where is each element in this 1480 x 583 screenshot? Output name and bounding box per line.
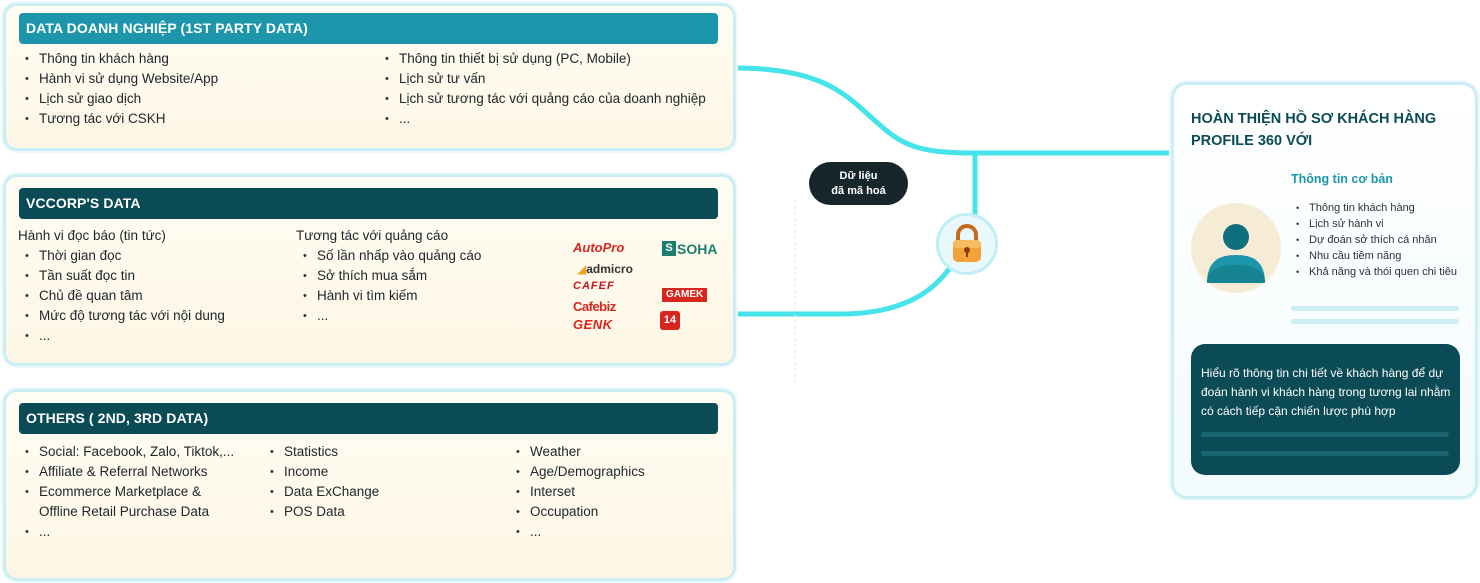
encrypted-data-badge: Dữ liệu đã mã hoá: [809, 162, 908, 205]
admicro-logo-text: admicro: [586, 262, 633, 276]
list-item: Tương tác với CSKH: [18, 109, 358, 129]
list-item: ...: [18, 522, 243, 542]
kenh14-logo: 14: [660, 311, 680, 330]
list-item: ...: [296, 306, 546, 326]
placeholder-line: [1291, 306, 1459, 311]
list-item: Lịch sử tư vấn: [378, 69, 708, 89]
placeholder-line: [1201, 432, 1449, 437]
placeholder-line: [1201, 451, 1449, 456]
basic-info-list: Thông tin khách hàng Lịch sử hành vi Dự …: [1291, 200, 1463, 280]
lock-badge: [936, 213, 998, 275]
list-item: POS Data: [263, 502, 483, 522]
reading-behavior-title: Hành vi đọc báo (tin tức): [18, 228, 166, 243]
soha-mark-icon: S: [662, 241, 676, 257]
basic-info-title: Thông tin cơ bản: [1291, 172, 1393, 186]
ad-interaction-title: Tương tác với quảng cáo: [296, 228, 449, 243]
others-list-3: Weather Age/Demographics Interset Occupa…: [509, 442, 719, 542]
connector-top: [733, 65, 1178, 156]
list-item: Data ExChange: [263, 482, 483, 502]
list-item: Lịch sử hành vi: [1291, 216, 1463, 232]
list-item: Social: Facebook, Zalo, Tiktok,...: [18, 442, 243, 462]
list-item: Statistics: [263, 442, 483, 462]
badge-line-2: đã mã hoá: [831, 185, 886, 197]
first-party-list-2: Thông tin thiết bị sử dụng (PC, Mobile) …: [378, 49, 708, 129]
others-header: OTHERS ( 2ND, 3RD DATA): [19, 403, 718, 434]
soha-logo-text: SOHA: [677, 240, 718, 257]
list-item: Mức độ tương tác với nội dung: [18, 306, 278, 326]
badge-line-1: Dữ liệu: [839, 170, 878, 182]
list-item: Hành vi tìm kiếm: [296, 286, 546, 306]
cafef-logo: CAFEF: [573, 280, 615, 292]
list-item: ...: [18, 326, 278, 346]
admicro-mark-icon: ◢: [577, 262, 587, 276]
list-item: Khả năng và thói quen chi tiêu: [1291, 264, 1463, 280]
profile-title-line-2: PROFILE 360 VỚI: [1191, 133, 1313, 149]
gamek-logo: GAMEK: [662, 288, 708, 302]
others-list-2: Statistics Income Data ExChange POS Data: [263, 442, 483, 522]
cafebiz-logo: Cafebiz: [573, 299, 616, 314]
reading-behavior-list: Thời gian đọc Tần suất đọc tin Chủ đề qu…: [18, 246, 278, 346]
connector-bottom: [733, 262, 955, 317]
vccorp-header: VCCORP'S DATA: [19, 188, 718, 219]
list-item: Interset: [509, 482, 719, 502]
list-item: Tần suất đọc tin: [18, 266, 278, 286]
lock-icon: [953, 224, 981, 262]
list-item: Income: [263, 462, 483, 482]
list-item: Thông tin khách hàng: [18, 49, 358, 69]
list-item: Thông tin thiết bị sử dụng (PC, Mobile): [378, 49, 708, 69]
list-item: Lịch sử giao dịch: [18, 89, 358, 109]
list-item: Hành vi sử dụng Website/App: [18, 69, 358, 89]
list-item: Age/Demographics: [509, 462, 719, 482]
others-list-1: Social: Facebook, Zalo, Tiktok,... Affil…: [18, 442, 243, 542]
ad-interaction-list: Số lần nhấp vào quảng cáo Sở thích mua s…: [296, 246, 546, 326]
genk-logo: GENK: [573, 317, 613, 332]
profile-title: HOÀN THIỆN HỒ SƠ KHÁCH HÀNG PROFILE 360 …: [1191, 108, 1461, 152]
list-item: Ecommerce Marketplace & Offline Retail P…: [18, 482, 243, 522]
admicro-logo: ◢admicro: [577, 263, 633, 275]
profile-title-line-1: HOÀN THIỆN HỒ SƠ KHÁCH HÀNG: [1191, 111, 1437, 127]
list-item: Lịch sử tương tác với quảng cáo của doan…: [378, 89, 708, 109]
list-item: Occupation: [509, 502, 719, 522]
list-item: ...: [378, 109, 708, 129]
user-icon: [1207, 224, 1265, 283]
avatar: [1191, 203, 1281, 293]
list-item: Thời gian đọc: [18, 246, 278, 266]
list-item: Weather: [509, 442, 719, 462]
list-item: Dự đoán sở thích cá nhân: [1291, 232, 1463, 248]
placeholder-line: [1291, 319, 1459, 324]
list-item: ...: [509, 522, 719, 542]
list-item: Chủ đề quan tâm: [18, 286, 278, 306]
autopro-logo: AutoPro: [573, 240, 625, 255]
list-item: Affiliate & Referral Networks: [18, 462, 243, 482]
list-item: Sở thích mua sắm: [296, 266, 546, 286]
list-item: Thông tin khách hàng: [1291, 200, 1463, 216]
first-party-list-1: Thông tin khách hàng Hành vi sử dụng Web…: [18, 49, 358, 129]
first-party-header: DATA DOANH NGHIỆP (1ST PARTY DATA): [19, 13, 718, 44]
list-item: Số lần nhấp vào quảng cáo: [296, 246, 546, 266]
insight-text: Hiểu rõ thông tin chi tiết về khách hàng…: [1201, 366, 1451, 418]
list-item: Nhu cầu tiềm năng: [1291, 248, 1463, 264]
